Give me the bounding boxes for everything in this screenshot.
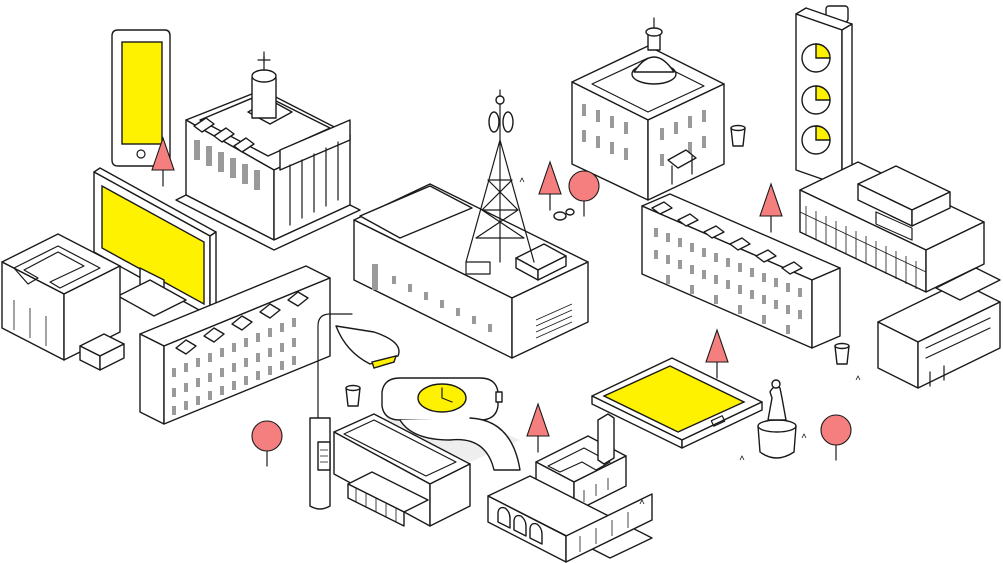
domed-palace-icon	[571, 17, 725, 201]
factory-hall-icon	[353, 183, 589, 359]
smartwatch-icon	[381, 377, 521, 471]
cup-icon	[834, 342, 850, 365]
pink-tree-icon	[538, 160, 562, 211]
pink-tree-icon	[705, 328, 729, 379]
cup-icon	[345, 384, 361, 407]
baroque-church-icon	[175, 51, 361, 251]
long-apartment-block-icon	[641, 193, 841, 349]
long-apartment-block-icon	[139, 265, 331, 425]
traffic-light-icon	[795, 5, 853, 187]
arched-building-icon	[487, 475, 653, 563]
low-house-icon	[877, 267, 1001, 389]
pink-tree-icon	[151, 136, 175, 187]
tablet-icon	[591, 357, 763, 449]
pink-tree-icon	[759, 182, 783, 233]
radio-tower-icon	[465, 89, 535, 263]
statue-icon	[757, 379, 797, 459]
pink-tree-icon	[251, 420, 283, 467]
cup-icon	[730, 124, 746, 147]
street-lamp-icon	[309, 313, 400, 510]
pink-tree-icon	[526, 402, 550, 453]
smartphone-icon	[111, 29, 171, 167]
pink-tree-icon	[568, 170, 600, 217]
pink-tree-icon	[820, 414, 852, 461]
low-house-icon	[1, 233, 125, 371]
modern-office-icon	[799, 161, 985, 293]
